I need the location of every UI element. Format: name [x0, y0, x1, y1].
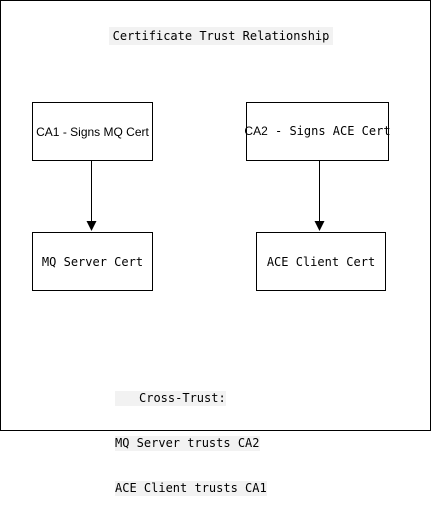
mq-server-cert-node: MQ Server Cert — [32, 232, 153, 291]
diagram-title: Certificate Trust Relationship — [109, 27, 333, 45]
cross-trust-line-2: ACE Client trusts CA1 — [115, 481, 267, 496]
ca1-node: CA1 - Signs MQ Cert — [32, 102, 153, 161]
ace-client-cert-label: ACE Client Cert — [266, 254, 376, 269]
mq-server-cert-label: MQ Server Cert — [41, 254, 144, 269]
ca1-node-label: CA1 - Signs MQ Cert — [36, 124, 149, 139]
ace-client-cert-node: ACE Client Cert — [256, 232, 386, 291]
ca2-node: CA2 - Signs ACE Cert — [244, 102, 391, 161]
cross-trust-line-1: MQ Server trusts CA2 — [115, 436, 260, 451]
cross-trust-heading: Cross-Trust: — [115, 391, 226, 406]
ca2-node-label: CA2 - Signs ACE Cert — [244, 124, 390, 139]
ca2-node-label-suffix: - Signs ACE Cert — [267, 124, 391, 138]
ca2-node-label-prefix: CA2 — [244, 124, 268, 138]
cross-trust-note: Cross-Trust: MQ Server trusts CA2 ACE Cl… — [115, 361, 267, 526]
diagram-canvas: Certificate Trust Relationship CA1 - Sig… — [0, 0, 431, 496]
